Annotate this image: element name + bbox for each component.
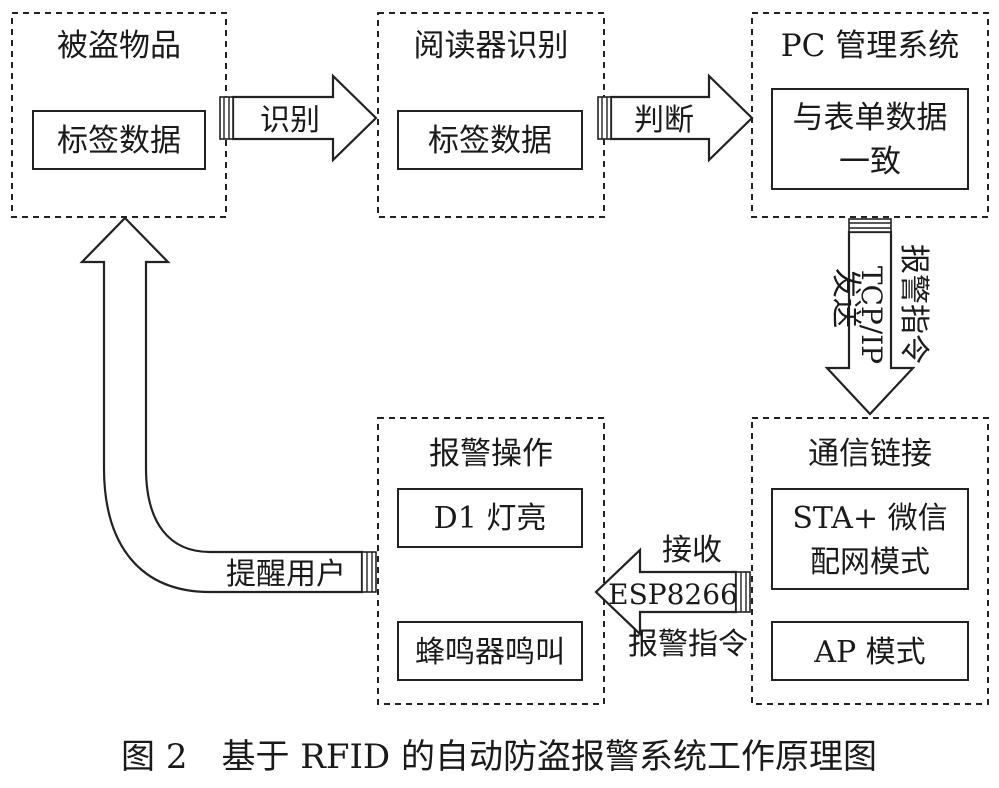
figure-caption: 图 2 基于 RFID 的自动防盗报警系统工作原理图 xyxy=(121,737,877,777)
pc-match-line2: 一致 xyxy=(839,144,901,180)
arrow-judge-tail xyxy=(597,96,612,140)
comm-sta-line2: 配网模式 xyxy=(810,545,930,580)
arrow-identify-label: 识别 xyxy=(260,103,320,138)
comm-ap-box xyxy=(771,621,969,681)
comm-ap-label: AP 模式 xyxy=(813,635,925,670)
arrow-receive-label-middle: ESP8266 xyxy=(608,578,738,611)
arrow-remind-tail xyxy=(361,551,377,593)
module-stolen-item: 被盗物品 标签数据 xyxy=(11,12,227,218)
module-pc-title: PC 管理系统 xyxy=(781,28,959,64)
module-pc: PC 管理系统 与表单数据 一致 xyxy=(751,12,989,218)
arrow-send: 发送 TCP/IP 报警指令 xyxy=(824,218,931,416)
module-comm-frame xyxy=(751,417,989,705)
arrow-remind-label: 提醒用户 xyxy=(226,557,346,592)
module-alarm-title: 报警操作 xyxy=(429,436,553,472)
arrow-receive-label-bottom: 报警指令 xyxy=(628,627,748,662)
arrow-identify-shape xyxy=(231,73,378,163)
alarm-led-box xyxy=(397,488,583,548)
stolen-item-tag-label: 标签数据 xyxy=(57,123,181,159)
pc-match-box xyxy=(771,88,969,190)
module-comm: 通信链接 STA+ 微信 配网模式 AP 模式 xyxy=(751,417,989,705)
arrow-send-tail xyxy=(848,218,892,233)
arrow-send-label-right: 报警指令 xyxy=(896,244,931,364)
arrow-receive-label-top: 接收 xyxy=(662,533,722,568)
module-reader-title: 阅读器识别 xyxy=(414,28,569,64)
comm-sta-line1: STA+ 微信 xyxy=(792,501,947,536)
arrow-receive: 接收 ESP8266 报警指令 xyxy=(594,533,751,662)
module-comm-title: 通信链接 xyxy=(808,436,932,472)
arrow-identify: 识别 xyxy=(219,73,378,163)
arrow-judge-shape xyxy=(609,73,754,163)
arrow-remind: 提醒用户 xyxy=(79,216,377,594)
arrow-identify-tail xyxy=(219,96,234,140)
alarm-led-label: D1 灯亮 xyxy=(434,501,547,536)
module-alarm: 报警操作 D1 灯亮 蜂鸣器鸣叫 xyxy=(377,417,605,705)
reader-tag-box xyxy=(397,110,583,170)
arrow-judge-label: 判断 xyxy=(634,103,694,138)
alarm-buzzer-label: 蜂鸣器鸣叫 xyxy=(415,635,565,670)
module-alarm-frame xyxy=(377,417,605,705)
stolen-item-tag-box xyxy=(32,110,206,170)
module-reader-frame xyxy=(377,12,605,218)
pc-match-line1: 与表单数据 xyxy=(793,100,948,136)
module-reader: 阅读器识别 标签数据 xyxy=(377,12,605,218)
arrow-send-label-left: 发送 xyxy=(828,268,863,328)
arrow-send-shape xyxy=(824,230,916,416)
arrow-remind-shape xyxy=(79,216,364,594)
module-stolen-item-title: 被盗物品 xyxy=(57,28,181,64)
arrow-receive-shape xyxy=(594,547,738,637)
comm-sta-box xyxy=(771,488,969,590)
reader-tag-label: 标签数据 xyxy=(428,123,552,159)
alarm-buzzer-box xyxy=(397,621,583,681)
arrow-receive-tail xyxy=(735,571,751,613)
arrow-send-label-middle: TCP/IP xyxy=(855,266,888,364)
arrow-judge: 判断 xyxy=(597,73,754,163)
